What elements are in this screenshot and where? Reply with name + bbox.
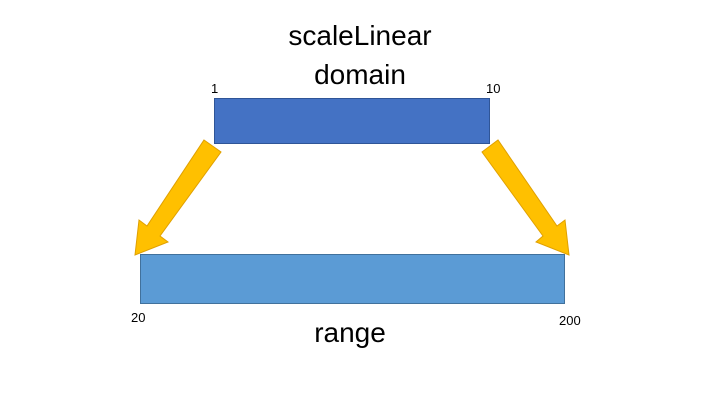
domain-bar — [214, 98, 490, 144]
arrow-right-icon — [481, 139, 570, 256]
domain-min-label: 1 — [211, 81, 219, 96]
range-min-label: 20 — [131, 310, 146, 325]
arrow-left-icon — [134, 139, 222, 256]
domain-max-label: 10 — [486, 81, 501, 96]
range-bar — [140, 254, 565, 304]
range-max-label: 200 — [559, 313, 581, 328]
domain-heading: domain — [314, 59, 406, 90]
diagram-title: scaleLinear — [288, 20, 432, 51]
range-heading: range — [314, 317, 386, 348]
